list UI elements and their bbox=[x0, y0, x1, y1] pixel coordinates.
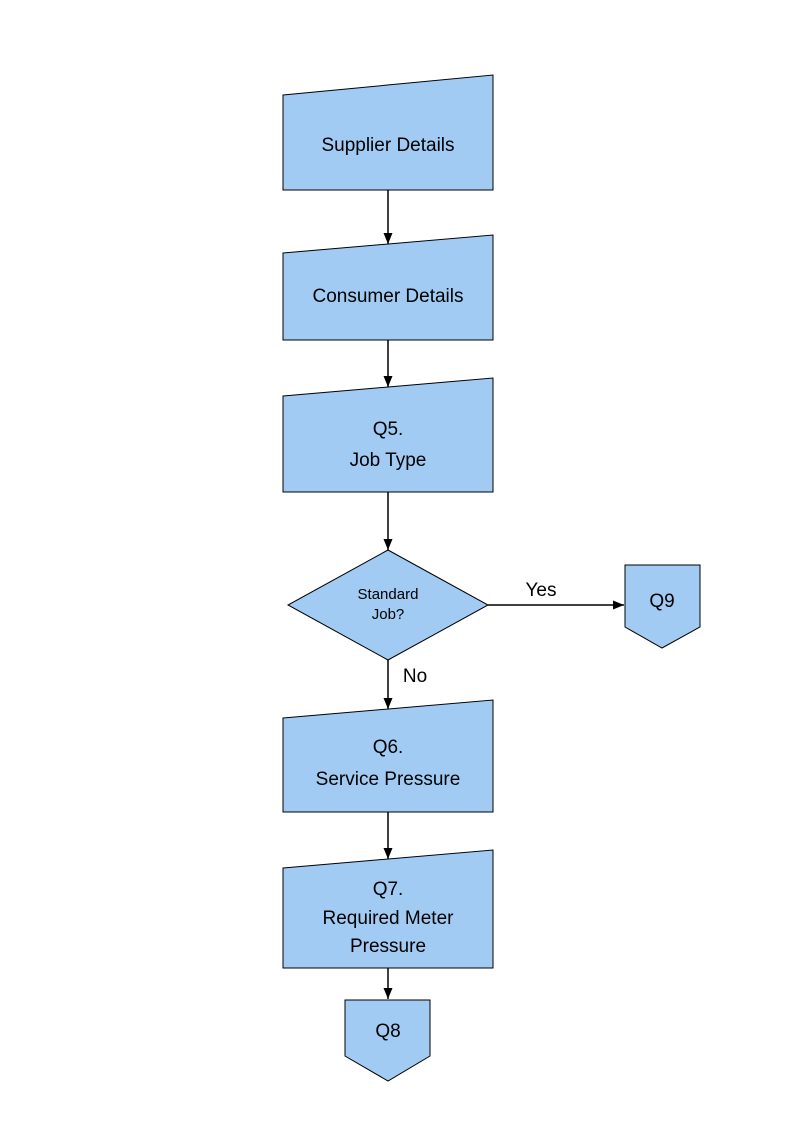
consumer-details-node bbox=[282, 234, 494, 341]
q8-label: Q8 bbox=[375, 1021, 400, 1042]
q9-label: Q9 bbox=[649, 591, 674, 612]
standard-job-decision bbox=[286, 549, 490, 661]
q5-label-line2: Job Type bbox=[350, 450, 427, 471]
q7-label-line1: Q7. bbox=[373, 879, 404, 900]
decision-label-line1: Standard bbox=[358, 586, 419, 603]
q7-label-line3: Pressure bbox=[350, 936, 426, 957]
q6-label-line1: Q6. bbox=[373, 737, 404, 758]
consumer-details-label: Consumer Details bbox=[313, 286, 464, 307]
q9-connector bbox=[624, 564, 701, 649]
q6-label-line2: Service Pressure bbox=[316, 769, 461, 790]
supplier-details-node bbox=[282, 74, 494, 191]
q8-connector bbox=[344, 999, 431, 1082]
q7-label-line2: Required Meter bbox=[323, 908, 455, 929]
q5-label-line1: Q5. bbox=[373, 419, 404, 440]
decision-label-line2: Job? bbox=[372, 606, 405, 623]
q7-required-meter-pressure-node bbox=[282, 849, 494, 969]
supplier-details-label: Supplier Details bbox=[321, 135, 454, 156]
q5-job-type-node bbox=[282, 377, 494, 493]
no-label: No bbox=[403, 666, 427, 687]
q6-service-pressure-node bbox=[282, 699, 494, 813]
yes-label: Yes bbox=[526, 580, 557, 601]
